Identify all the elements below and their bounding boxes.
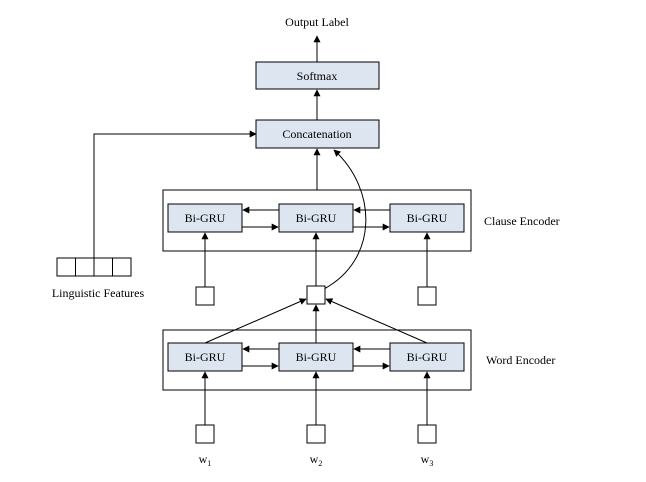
word-bigru-3: [389, 342, 465, 372]
linguistic-features-label: Linguistic Features: [52, 286, 145, 300]
skip-connection-arrow: [323, 149, 367, 290]
word-to-clause-arrow-1: [204, 298, 307, 344]
clause-bigru-2: [278, 203, 354, 233]
clause-input-1: [195, 286, 215, 306]
word-input-1: [195, 424, 215, 444]
word-input-3: [417, 424, 437, 444]
word-bigru-1: [167, 342, 243, 372]
linguistic-features-vector: [56, 257, 132, 277]
concatenation-box: [255, 119, 380, 149]
clause-bigru-2-label: Bi-GRU: [296, 211, 337, 225]
softmax-label: Softmax: [297, 69, 338, 83]
clause-bigru-1-label: Bi-GRU: [185, 211, 226, 225]
linguistic-to-concat-arrow: [93, 130, 257, 258]
word-label-3: w3: [421, 452, 434, 468]
clause-input-3: [417, 286, 437, 306]
softmax-box: [255, 61, 380, 90]
concatenation-label: Concatenation: [282, 127, 351, 141]
clause-encoder-label: Clause Encoder: [484, 214, 560, 228]
word-encoder-container: [162, 329, 472, 391]
word-bigru-3-label: Bi-GRU: [407, 350, 448, 364]
word-bigru-1-label: Bi-GRU: [185, 350, 226, 364]
word-to-clause-arrow-3: [325, 298, 428, 344]
clause-input-2: [306, 285, 326, 305]
word-bigru-2-label: Bi-GRU: [296, 350, 337, 364]
clause-bigru-1: [167, 203, 243, 233]
output-label: Output Label: [285, 15, 349, 29]
word-label-1: w1: [199, 452, 212, 468]
clause-encoder-container: [162, 189, 472, 252]
clause-bigru-3-label: Bi-GRU: [407, 211, 448, 225]
word-input-2: [306, 424, 326, 444]
clause-bigru-3: [389, 203, 465, 233]
word-label-2: w2: [310, 452, 323, 468]
word-bigru-2: [278, 342, 354, 372]
word-encoder-label: Word Encoder: [486, 353, 555, 367]
